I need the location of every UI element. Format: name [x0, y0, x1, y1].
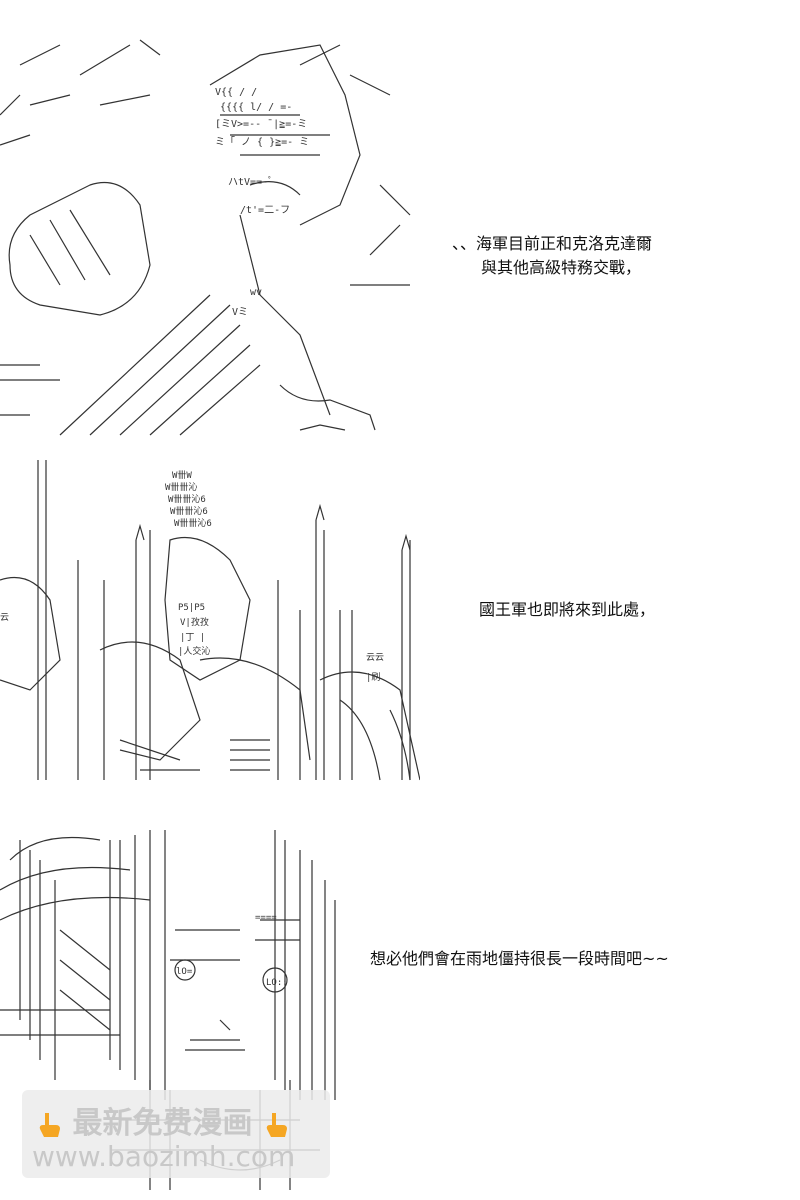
svg-text:W卌卌沁6: W卌卌沁6: [170, 506, 208, 517]
caption-panel-1-line-2: 與其他高級特務交戰，: [481, 258, 642, 277]
panel-1: V{{ / / {{{{ l/ / =- [ミV>=-- ¯|≧=-ミ ミ「 ノ…: [0, 0, 800, 450]
svg-text:lO=: lO=: [176, 967, 193, 977]
svg-text:====: ====: [255, 913, 277, 923]
watermark-text-2: www.baozimh.com: [32, 1140, 296, 1173]
svg-text:|丁 |: |丁 |: [180, 633, 205, 643]
svg-text:W卌W: W卌W: [172, 470, 192, 481]
svg-text:W卌卌沁6: W卌卌沁6: [174, 518, 212, 529]
ascii-art-fighter-drawing: V{{ / / {{{{ l/ / =- [ミV>=-- ¯|≧=-ミ ミ「 ノ…: [0, 39, 411, 436]
svg-text:云: 云: [0, 613, 9, 623]
pointing-hand-icon-right: [263, 1111, 289, 1139]
svg-text:W卌卌沁6: W卌卌沁6: [168, 494, 206, 505]
panel-2: W卌W W卌卌沁 W卌卌沁6 W卌卌沁6 W卌卌沁6 P5|P5 V|孜孜 |丁…: [0, 450, 800, 790]
svg-text:W卌卌沁: W卌卌沁: [165, 482, 197, 493]
svg-text:/t'=二-フ: /t'=二-フ: [240, 205, 290, 216]
svg-text:[ミV>=-- ¯|≧=-ミ: [ミV>=-- ¯|≧=-ミ: [215, 119, 307, 130]
caption-panel-1-line-1: 、、海軍目前正和克洛克達爾: [452, 234, 653, 253]
watermark-text-1: 最新免费漫画: [72, 1106, 253, 1141]
svg-text:|刷: |刷: [366, 672, 380, 683]
caption-panel-3-line-1: 想必他們會在雨地僵持很長一段時間吧~~: [370, 949, 669, 968]
svg-text:wv: wv: [250, 287, 262, 298]
svg-text:Vミ: Vミ: [232, 307, 248, 318]
svg-text:ミ「 ノ { }≧=- ミ: ミ「 ノ { }≧=- ミ: [215, 136, 309, 148]
caption-panel-2-line-1: 國王軍也即將來到此處，: [479, 600, 656, 619]
watermark: 最新免费漫画 www.baozimh.com: [22, 1090, 330, 1178]
svg-text:LO::: LO::: [266, 978, 288, 988]
svg-text:|人交沁: |人交沁: [178, 645, 210, 657]
ascii-art-army: W卌W W卌卌沁 W卌卌沁6 W卌卌沁6 W卌卌沁6 P5|P5 V|孜孜 |丁…: [0, 460, 420, 785]
ascii-art-army-drawing: W卌W W卌卌沁 W卌卌沁6 W卌卌沁6 W卌卌沁6 P5|P5 V|孜孜 |丁…: [0, 460, 420, 781]
ascii-art-fighter: V{{ / / {{{{ l/ / =- [ミV>=-- ¯|≧=-ミ ミ「 ノ…: [0, 35, 420, 440]
svg-text:ハtV==-ﾟ: ハtV==-ﾟ: [228, 176, 273, 188]
svg-text:V|孜孜: V|孜孜: [180, 616, 209, 628]
svg-text:P5|P5: P5|P5: [178, 603, 205, 613]
svg-text:{{{{ l/ / =-: {{{{ l/ / =-: [220, 102, 292, 113]
watermark-line-1: 最新免费漫画: [36, 1098, 289, 1142]
pointing-hand-icon: [36, 1111, 62, 1139]
svg-text:V{{ / /: V{{ / /: [215, 87, 257, 98]
svg-text:云云: 云云: [366, 653, 384, 663]
